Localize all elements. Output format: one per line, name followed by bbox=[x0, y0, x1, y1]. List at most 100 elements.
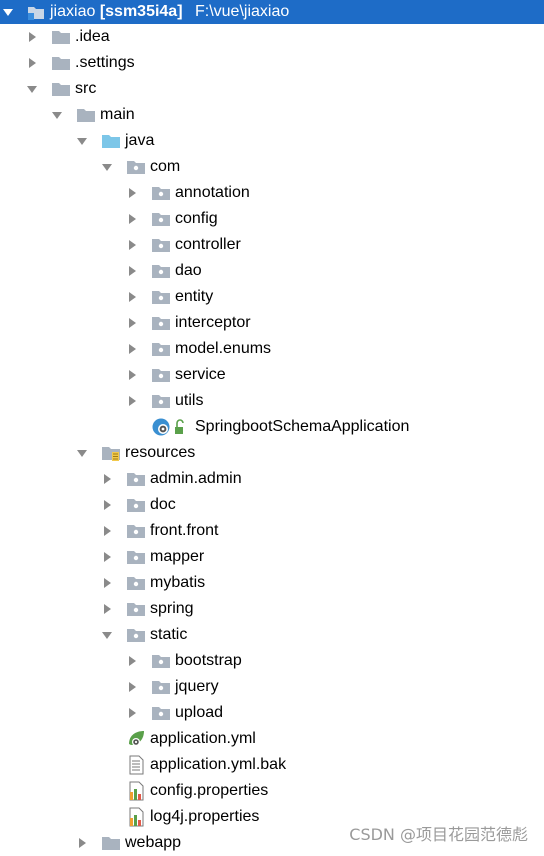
tree-node-com[interactable]: com bbox=[0, 154, 544, 180]
node-label: resources bbox=[125, 444, 196, 461]
chevron-right-icon[interactable] bbox=[101, 525, 113, 537]
package-icon bbox=[126, 157, 146, 177]
node-label: upload bbox=[175, 704, 224, 721]
tree-node-spring[interactable]: spring bbox=[0, 596, 544, 622]
chevron-right-icon[interactable] bbox=[76, 837, 88, 849]
chevron-right-icon[interactable] bbox=[26, 31, 38, 43]
node-label: application.yml bbox=[150, 730, 256, 747]
chevron-down-icon[interactable] bbox=[101, 161, 113, 173]
tree-node-resources[interactable]: resources bbox=[0, 440, 544, 466]
chevron-down-icon[interactable] bbox=[26, 83, 38, 95]
node-label: front.front bbox=[150, 522, 219, 539]
tree-node-annotation[interactable]: annotation bbox=[0, 180, 544, 206]
chevron-right-icon[interactable] bbox=[101, 577, 113, 589]
tree-node-config[interactable]: config bbox=[0, 206, 544, 232]
node-label: service bbox=[175, 366, 226, 383]
tree-node-upload[interactable]: upload bbox=[0, 700, 544, 726]
tree-node-log4j-properties[interactable]: log4j.properties bbox=[0, 804, 544, 830]
tree-node-java[interactable]: java bbox=[0, 128, 544, 154]
node-label: .idea bbox=[75, 28, 110, 45]
chevron-right-icon[interactable] bbox=[126, 291, 138, 303]
tree-node-admin-admin[interactable]: admin.admin bbox=[0, 466, 544, 492]
tree-node-utils[interactable]: utils bbox=[0, 388, 544, 414]
folder-icon bbox=[76, 105, 96, 125]
package-icon bbox=[151, 391, 171, 411]
chevron-right-icon[interactable] bbox=[126, 343, 138, 355]
node-label: mapper bbox=[150, 548, 205, 565]
tree-node-jquery[interactable]: jquery bbox=[0, 674, 544, 700]
chevron-right-icon[interactable] bbox=[101, 499, 113, 511]
tree-node-dao[interactable]: dao bbox=[0, 258, 544, 284]
chevron-right-icon[interactable] bbox=[126, 239, 138, 251]
chevron-right-icon[interactable] bbox=[126, 681, 138, 693]
chevron-down-icon[interactable] bbox=[76, 447, 88, 459]
node-label: SpringbootSchemaApplication bbox=[195, 418, 410, 435]
chevron-right-icon[interactable] bbox=[101, 551, 113, 563]
chevron-right-icon[interactable] bbox=[126, 707, 138, 719]
tree-node-model-enums[interactable]: model.enums bbox=[0, 336, 544, 362]
node-label: config bbox=[175, 210, 218, 227]
chevron-right-icon[interactable] bbox=[126, 213, 138, 225]
package-icon bbox=[151, 651, 171, 671]
resources-folder-icon bbox=[101, 443, 121, 463]
folder-icon bbox=[101, 833, 121, 853]
tree-node-interceptor[interactable]: interceptor bbox=[0, 310, 544, 336]
tree-node-app-class[interactable]: SpringbootSchemaApplication bbox=[0, 414, 544, 440]
node-label: .settings bbox=[75, 54, 135, 71]
tree-node-static[interactable]: static bbox=[0, 622, 544, 648]
package-icon bbox=[151, 235, 171, 255]
module-folder-icon bbox=[26, 2, 46, 22]
package-icon bbox=[126, 599, 146, 619]
tree-node-bootstrap[interactable]: bootstrap bbox=[0, 648, 544, 674]
tree-node-front-front[interactable]: front.front bbox=[0, 518, 544, 544]
chevron-right-icon[interactable] bbox=[126, 655, 138, 667]
chevron-right-icon[interactable] bbox=[101, 473, 113, 485]
node-label: log4j.properties bbox=[150, 808, 260, 825]
tree-node-src[interactable]: src bbox=[0, 76, 544, 102]
node-label: entity bbox=[175, 288, 214, 305]
node-label: spring bbox=[150, 600, 194, 617]
tree-node-config-properties[interactable]: config.properties bbox=[0, 778, 544, 804]
text-file-icon bbox=[126, 755, 146, 775]
node-label: webapp bbox=[125, 834, 182, 851]
node-label: doc bbox=[150, 496, 176, 513]
chevron-down-icon[interactable] bbox=[51, 109, 63, 121]
tree-node-mybatis[interactable]: mybatis bbox=[0, 570, 544, 596]
tree-node-application-yml-bak[interactable]: application.yml.bak bbox=[0, 752, 544, 778]
tree-node-service[interactable]: service bbox=[0, 362, 544, 388]
package-icon bbox=[126, 521, 146, 541]
package-icon bbox=[151, 287, 171, 307]
chevron-down-icon[interactable] bbox=[76, 135, 88, 147]
chevron-right-icon[interactable] bbox=[126, 369, 138, 381]
project-name: jiaxiao bbox=[50, 3, 96, 20]
node-label: src bbox=[75, 80, 97, 97]
chevron-right-icon[interactable] bbox=[126, 317, 138, 329]
tree-node-webapp[interactable]: webapp bbox=[0, 830, 544, 856]
chevron-right-icon[interactable] bbox=[126, 265, 138, 277]
properties-file-icon bbox=[126, 781, 146, 801]
tree-node-doc[interactable]: doc bbox=[0, 492, 544, 518]
chevron-right-icon[interactable] bbox=[26, 57, 38, 69]
chevron-down-icon[interactable] bbox=[101, 629, 113, 641]
node-label: mybatis bbox=[150, 574, 206, 591]
package-icon bbox=[151, 677, 171, 697]
tree-node-main[interactable]: main bbox=[0, 102, 544, 128]
chevron-right-icon[interactable] bbox=[126, 395, 138, 407]
folder-icon bbox=[51, 79, 71, 99]
tree-node-application-yml[interactable]: application.yml bbox=[0, 726, 544, 752]
chevron-down-icon[interactable] bbox=[2, 6, 14, 18]
tree-node-controller[interactable]: controller bbox=[0, 232, 544, 258]
package-icon bbox=[151, 261, 171, 281]
chevron-right-icon[interactable] bbox=[101, 603, 113, 615]
source-folder-icon bbox=[101, 131, 121, 151]
node-label: annotation bbox=[175, 184, 250, 201]
tree-node-settings[interactable]: .settings bbox=[0, 50, 544, 76]
tree-node-mapper[interactable]: mapper bbox=[0, 544, 544, 570]
tree-node-entity[interactable]: entity bbox=[0, 284, 544, 310]
chevron-right-icon[interactable] bbox=[126, 187, 138, 199]
folder-icon bbox=[51, 27, 71, 47]
tree-node-project-root[interactable]: jiaxiao [ssm35i4a] F:\vue\jiaxiao bbox=[0, 0, 544, 24]
node-label: static bbox=[150, 626, 188, 643]
tree-node-idea[interactable]: .idea bbox=[0, 24, 544, 50]
node-label: interceptor bbox=[175, 314, 251, 331]
